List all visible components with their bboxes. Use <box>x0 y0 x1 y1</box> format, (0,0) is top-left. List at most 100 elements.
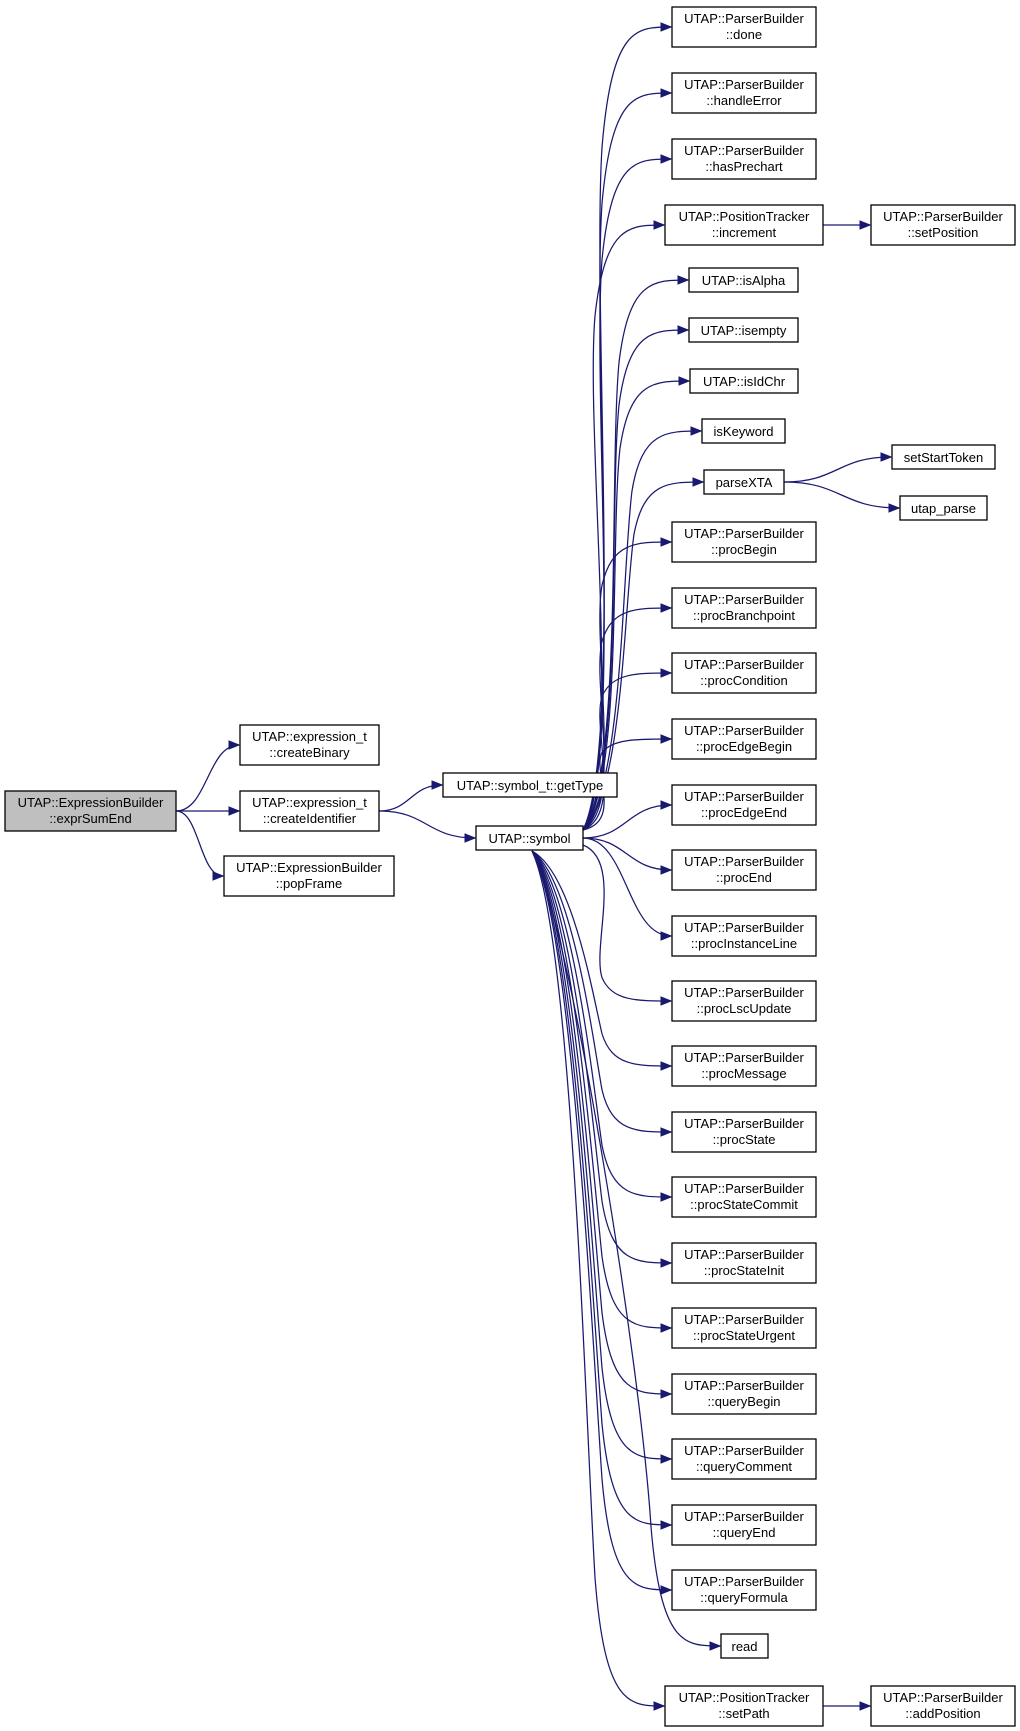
node-label: UTAP::ExpressionBuilder <box>236 860 382 875</box>
edge-symbol-handleError <box>582 92 672 831</box>
node-procCondition[interactable]: UTAP::ParserBuilder::procCondition <box>671 652 817 694</box>
node-label: ::queryBegin <box>708 1394 781 1409</box>
edge-symbol-queryEnd <box>531 850 672 1526</box>
node-queryEnd[interactable]: UTAP::ParserBuilder::queryEnd <box>671 1504 817 1546</box>
arrowhead-isKeyword <box>690 426 703 436</box>
node-procEnd[interactable]: UTAP::ParserBuilder::procEnd <box>671 849 817 891</box>
arrowhead-procCondition <box>660 668 673 678</box>
node-procEdgeBegin[interactable]: UTAP::ParserBuilder::procEdgeBegin <box>671 718 817 760</box>
edge-symbol-procInstanceLine <box>582 837 672 937</box>
node-label: ::exprSumEnd <box>49 811 131 826</box>
node-label: UTAP::expression_t <box>252 795 367 810</box>
edge-symbol-procStateCommit <box>531 850 672 1198</box>
node-procBranchpoint[interactable]: UTAP::ParserBuilder::procBranchpoint <box>671 587 817 629</box>
arrowhead-handleError <box>660 88 673 98</box>
node-procLscUpdate[interactable]: UTAP::ParserBuilder::procLscUpdate <box>671 980 817 1022</box>
node-isAlpha[interactable]: UTAP::isAlpha <box>688 267 799 293</box>
node-increment[interactable]: UTAP::PositionTracker::increment <box>664 204 824 246</box>
node-isKeyword[interactable]: isKeyword <box>701 418 786 444</box>
node-label: ::procBranchpoint <box>693 608 795 623</box>
node-hasPrechart[interactable]: UTAP::ParserBuilder::hasPrechart <box>671 138 817 180</box>
edge-symbol-procState <box>531 850 672 1133</box>
node-parseXTA[interactable]: parseXTA <box>703 469 785 495</box>
arrowhead-queryEnd <box>660 1520 673 1530</box>
node-queryComment[interactable]: UTAP::ParserBuilder::queryComment <box>671 1438 817 1480</box>
node-getType[interactable]: UTAP::symbol_t::getType <box>442 772 618 798</box>
arrowhead-procEdgeEnd <box>660 800 673 810</box>
node-label: UTAP::ParserBuilder <box>684 985 804 1000</box>
node-label: UTAP::ExpressionBuilder <box>18 795 164 810</box>
node-utap_parse[interactable]: utap_parse <box>899 495 988 521</box>
node-queryBegin[interactable]: UTAP::ParserBuilder::queryBegin <box>671 1373 817 1415</box>
node-label: ::createBinary <box>269 745 350 760</box>
edge-symbol-procEnd <box>582 837 672 871</box>
node-popFrame[interactable]: UTAP::ExpressionBuilder::popFrame <box>223 855 395 897</box>
node-procMessage[interactable]: UTAP::ParserBuilder::procMessage <box>671 1045 817 1087</box>
edge-symbol-done <box>582 26 672 831</box>
node-setStartToken[interactable]: setStartToken <box>891 444 996 470</box>
node-queryFormula[interactable]: UTAP::ParserBuilder::queryFormula <box>671 1569 817 1611</box>
node-label: UTAP::ParserBuilder <box>684 854 804 869</box>
node-label: read <box>731 1639 757 1654</box>
edge-symbol-procLscUpdate <box>582 844 672 1002</box>
node-label: UTAP::ParserBuilder <box>883 1690 1003 1705</box>
node-label: ::procInstanceLine <box>691 936 797 951</box>
node-label: UTAP::ParserBuilder <box>684 1181 804 1196</box>
node-label: ::setPath <box>718 1706 769 1721</box>
arrowhead-createBinary <box>228 740 241 750</box>
node-label: UTAP::PositionTracker <box>679 209 810 224</box>
node-procStateCommit[interactable]: UTAP::ParserBuilder::procStateCommit <box>671 1176 817 1218</box>
node-label: ::procState <box>713 1132 776 1147</box>
arrowhead-procBranchpoint <box>660 603 673 613</box>
edge-symbol-read <box>531 850 721 1647</box>
edge-exprSumEnd-popFrame <box>175 810 224 877</box>
node-procInstanceLine[interactable]: UTAP::ParserBuilder::procInstanceLine <box>671 915 817 957</box>
node-createIdentifier[interactable]: UTAP::expression_t::createIdentifier <box>239 790 380 832</box>
edges-layer <box>175 22 901 1711</box>
edge-createIdentifier-symbol <box>378 810 476 839</box>
node-label: UTAP::ParserBuilder <box>684 920 804 935</box>
arrowhead-procBegin <box>660 537 673 547</box>
node-setPath[interactable]: UTAP::PositionTracker::setPath <box>664 1685 824 1727</box>
node-procState[interactable]: UTAP::ParserBuilder::procState <box>671 1111 817 1153</box>
node-label: ::queryEnd <box>713 1525 776 1540</box>
node-label: ::procLscUpdate <box>697 1001 792 1016</box>
node-label: UTAP::ParserBuilder <box>684 657 804 672</box>
arrowhead-queryFormula <box>660 1585 673 1595</box>
node-done[interactable]: UTAP::ParserBuilder::done <box>671 6 817 48</box>
node-label: UTAP::ParserBuilder <box>684 1116 804 1131</box>
arrowhead-setPath <box>653 1701 666 1711</box>
edge-symbol-procEdgeBegin <box>582 738 672 831</box>
node-label: utap_parse <box>911 501 976 516</box>
node-procEdgeEnd[interactable]: UTAP::ParserBuilder::procEdgeEnd <box>671 784 817 826</box>
arrowhead-procMessage <box>660 1061 673 1071</box>
node-read[interactable]: read <box>720 1633 769 1659</box>
edge-symbol-queryComment <box>531 850 672 1460</box>
node-label: ::procStateCommit <box>690 1197 798 1212</box>
node-label: UTAP::ParserBuilder <box>684 11 804 26</box>
arrowhead-procEdgeBegin <box>660 734 673 744</box>
node-label: ::procBegin <box>711 542 777 557</box>
node-isIdChr[interactable]: UTAP::isIdChr <box>689 368 799 394</box>
node-label: UTAP::ParserBuilder <box>684 1247 804 1262</box>
node-isempty[interactable]: UTAP::isempty <box>688 317 799 343</box>
node-createBinary[interactable]: UTAP::expression_t::createBinary <box>239 724 380 766</box>
node-symbol[interactable]: UTAP::symbol <box>475 825 584 851</box>
node-label: UTAP::PositionTracker <box>679 1690 810 1705</box>
node-label: UTAP::ParserBuilder <box>684 1378 804 1393</box>
node-setPosition[interactable]: UTAP::ParserBuilder::setPosition <box>870 204 1016 246</box>
arrowhead-isIdChr <box>678 376 691 386</box>
node-procStateUrgent[interactable]: UTAP::ParserBuilder::procStateUrgent <box>671 1307 817 1349</box>
node-exprSumEnd[interactable]: UTAP::ExpressionBuilder::exprSumEnd <box>4 790 177 832</box>
node-handleError[interactable]: UTAP::ParserBuilder::handleError <box>671 72 817 114</box>
node-label: UTAP::ParserBuilder <box>684 143 804 158</box>
node-label: setStartToken <box>904 450 984 465</box>
node-label: UTAP::ParserBuilder <box>684 526 804 541</box>
node-addPosition[interactable]: UTAP::ParserBuilder::addPosition <box>870 1685 1016 1727</box>
node-label: UTAP::ParserBuilder <box>684 1050 804 1065</box>
node-procStateInit[interactable]: UTAP::ParserBuilder::procStateInit <box>671 1242 817 1284</box>
arrowhead-utap_parse <box>888 503 901 513</box>
node-procBegin[interactable]: UTAP::ParserBuilder::procBegin <box>671 521 817 563</box>
node-label: ::done <box>726 27 762 42</box>
node-label: UTAP::isIdChr <box>703 374 786 389</box>
